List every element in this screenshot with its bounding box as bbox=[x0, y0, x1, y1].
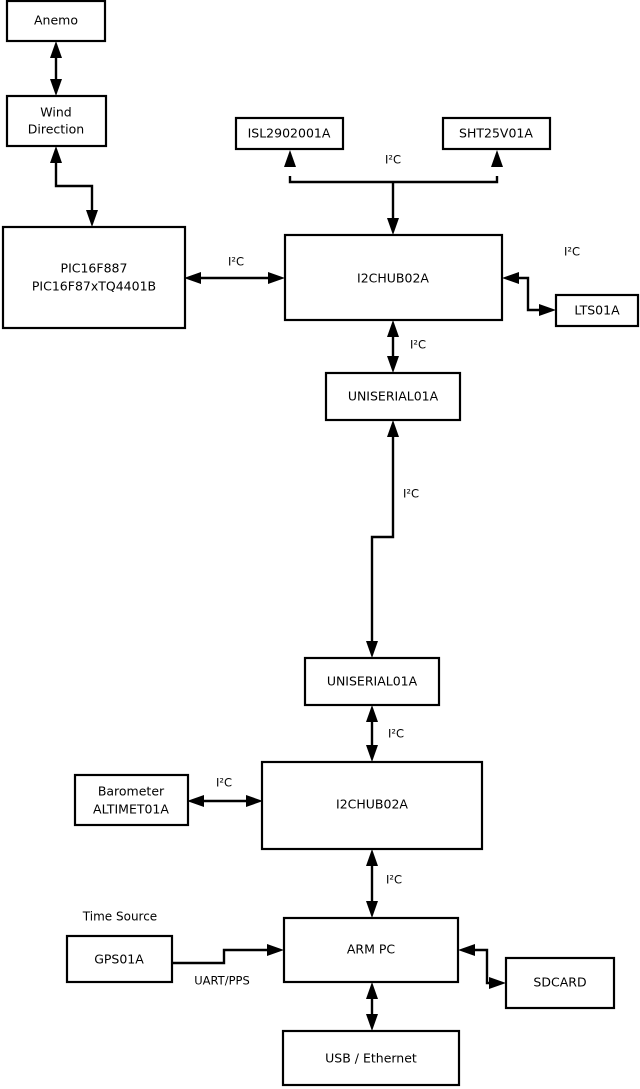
arrow-head-left-hub bbox=[502, 272, 519, 284]
node-uniserial01a-bottom[interactable]: UNISERIAL01A bbox=[303, 656, 441, 707]
node-label-hub-top: I2CHUB02A bbox=[357, 271, 429, 286]
edge-label-pic-hub: I²C bbox=[228, 255, 244, 269]
node-label-uniserial-top: UNISERIAL01A bbox=[348, 389, 439, 404]
arrow-head-left-arm bbox=[458, 944, 475, 956]
arrow-head-left bbox=[184, 272, 201, 284]
arrow-head-up bbox=[387, 320, 399, 337]
node-sdcard[interactable]: SDCARD bbox=[504, 956, 616, 1010]
edge-label-uniserial-link: I²C bbox=[403, 487, 419, 501]
node-label-uniserial-bottom: UNISERIAL01A bbox=[327, 674, 418, 689]
node-gps01a[interactable]: GPS01A bbox=[65, 934, 174, 984]
edge-anemo-wind-direction bbox=[50, 41, 62, 96]
node-label-gps: GPS01A bbox=[94, 952, 144, 967]
node-lts01a[interactable]: LTS01A bbox=[554, 293, 640, 328]
node-usb-ethernet[interactable]: USB / Ethernet bbox=[281, 1029, 461, 1087]
node-label-anemo: Anemo bbox=[34, 13, 78, 28]
node-uniserial01a-top[interactable]: UNISERIAL01A bbox=[324, 371, 462, 422]
arrow-head-down bbox=[86, 210, 98, 227]
edge-label-hub-arm: I²C bbox=[386, 873, 402, 887]
arrow-head-right bbox=[246, 795, 263, 807]
node-barometer-altimet01a[interactable]: Barometer ALTIMET01A bbox=[73, 773, 190, 827]
arrow-head-up-sht bbox=[491, 150, 503, 167]
edge-barometer-hub-bottom: I²C bbox=[187, 776, 263, 807]
node-label-isl: ISL2902001A bbox=[248, 126, 331, 141]
arrow-head-up-isl bbox=[284, 150, 296, 167]
edge-uniserial-bottom-hub-bottom: I²C bbox=[366, 705, 404, 762]
edge-pic-hub-top: I²C bbox=[184, 255, 285, 284]
edge-uniserial-link: I²C bbox=[366, 420, 419, 658]
node-label-hub-bottom: I2CHUB02A bbox=[336, 797, 408, 812]
edge-sensor-bus: I²C bbox=[284, 150, 503, 235]
edge-gps-arm-pc: UART/PPS bbox=[172, 944, 284, 988]
edge-label-gps-arm: UART/PPS bbox=[194, 974, 250, 988]
node-i2chub02a-bottom[interactable]: I2CHUB02A bbox=[260, 760, 484, 851]
edge-label-sensor-bus: I²C bbox=[385, 153, 401, 167]
arrow-head-down-hub bbox=[387, 218, 399, 235]
edge-hub-top-lts: I²C bbox=[502, 245, 580, 316]
node-label-pic-line1: PIC16F887 bbox=[61, 261, 128, 276]
arrow-head-up bbox=[366, 849, 378, 866]
arrow-head-right-lts bbox=[539, 304, 556, 316]
node-label-wind-direction-line1: Wind bbox=[40, 105, 71, 120]
arrow-head-up bbox=[366, 982, 378, 999]
node-label-lts: LTS01A bbox=[574, 303, 620, 318]
arrow-head-up bbox=[387, 420, 399, 437]
node-label-wind-direction-line2: Direction bbox=[28, 122, 84, 137]
edge-hub-top-uniserial-top: I²C bbox=[387, 320, 426, 373]
arrow-head-down bbox=[50, 79, 62, 96]
edge-label-barometer-hub: I²C bbox=[216, 776, 232, 790]
node-pic-microcontroller[interactable]: PIC16F887 PIC16F87xTQ4401B bbox=[1, 225, 187, 330]
edge-hub-bottom-arm-pc: I²C bbox=[366, 849, 402, 918]
edge-wind-direction-pic bbox=[50, 146, 98, 227]
node-i2chub02a-top[interactable]: I2CHUB02A bbox=[283, 233, 504, 322]
node-label-barometer-line2: ALTIMET01A bbox=[93, 802, 169, 817]
node-label-sdcard: SDCARD bbox=[533, 975, 586, 990]
arrow-head-down bbox=[387, 356, 399, 373]
node-label-usb-ethernet: USB / Ethernet bbox=[325, 1051, 417, 1066]
arrow-head-right bbox=[268, 272, 285, 284]
arrow-head-up bbox=[366, 705, 378, 722]
arrow-head-down bbox=[366, 901, 378, 918]
edge-label-hub-uniserial: I²C bbox=[410, 338, 426, 352]
node-label-sht: SHT25V01A bbox=[459, 126, 533, 141]
edge-arm-pc-sdcard bbox=[458, 944, 506, 989]
node-wind-direction[interactable]: Wind Direction bbox=[5, 94, 108, 148]
edge-arm-pc-usb-ethernet bbox=[366, 982, 378, 1031]
arrow-head-right bbox=[267, 944, 284, 956]
arrow-head-up bbox=[50, 146, 62, 163]
node-label-arm-pc: ARM PC bbox=[347, 942, 396, 957]
label-time-source: Time Source bbox=[82, 910, 157, 924]
arrow-head-down bbox=[366, 745, 378, 762]
node-label-pic-line2: PIC16F87xTQ4401B bbox=[32, 279, 156, 294]
node-sht25v01a[interactable]: SHT25V01A bbox=[441, 116, 552, 151]
arrow-head-left bbox=[187, 795, 204, 807]
edge-label-uniserial-hub: I²C bbox=[388, 727, 404, 741]
arrow-head-down bbox=[366, 641, 378, 658]
node-isl2902001a[interactable]: ISL2902001A bbox=[234, 116, 345, 151]
node-anemo[interactable]: Anemo bbox=[5, 0, 107, 43]
node-arm-pc[interactable]: ARM PC bbox=[282, 916, 460, 984]
arrow-head-right-sdcard bbox=[489, 977, 506, 989]
edge-label-hub-lts: I²C bbox=[564, 245, 580, 259]
arrow-head-down bbox=[366, 1014, 378, 1031]
arrow-head-up bbox=[50, 41, 62, 58]
node-label-barometer-line1: Barometer bbox=[98, 784, 165, 799]
